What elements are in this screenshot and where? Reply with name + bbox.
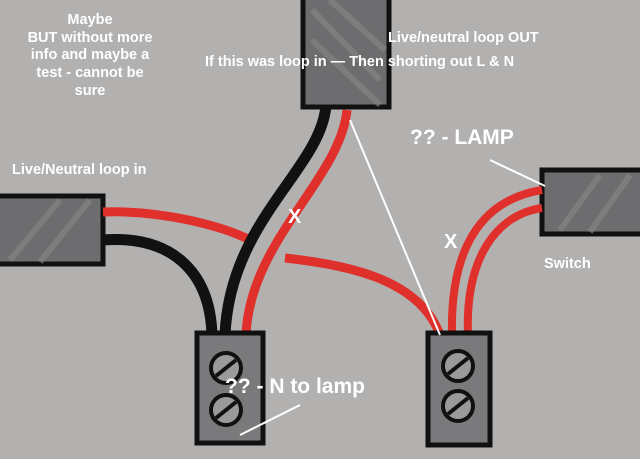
switch-label: Switch [544, 256, 591, 272]
left-cable [0, 193, 106, 267]
note-line: test - cannot be [36, 65, 144, 82]
switch-wire-2 [463, 204, 543, 336]
pointer-line-n-lamp [239, 404, 301, 436]
x-mark-right: X [444, 231, 458, 253]
pointer-line-lamp [489, 159, 546, 187]
neutral-wire-top [219, 105, 332, 336]
live-wire-top [241, 109, 352, 336]
loop-out-label: Live/neutral loop OUT [388, 30, 539, 46]
top-cable [300, 0, 392, 110]
n-to-lamp-label: ?? - N to lamp [225, 375, 365, 398]
loop-in-warning: If this was loop in — Then shorting out … [205, 54, 515, 70]
note-line: sure [74, 82, 106, 99]
neutral-wire-left [102, 234, 218, 336]
note-line: BUT without more [27, 29, 153, 46]
note-line: Maybe [67, 12, 113, 28]
left-terminal-block [194, 330, 266, 446]
switch-wire-1 [447, 186, 543, 336]
right-terminal-block [425, 330, 493, 448]
note-line: info and maybe a [30, 47, 150, 64]
live-crossing-wire [284, 253, 445, 337]
loop-in-label: Live/Neutral loop in [12, 162, 147, 178]
maybe-note: Maybe BUT without more info and maybe a … [5, 12, 175, 100]
x-mark-left: X [288, 206, 302, 228]
pointer-line-loop-out [349, 119, 441, 336]
right-cable [539, 167, 640, 237]
lamp-label: ?? - LAMP [410, 126, 514, 149]
live-wire-left [102, 207, 253, 245]
